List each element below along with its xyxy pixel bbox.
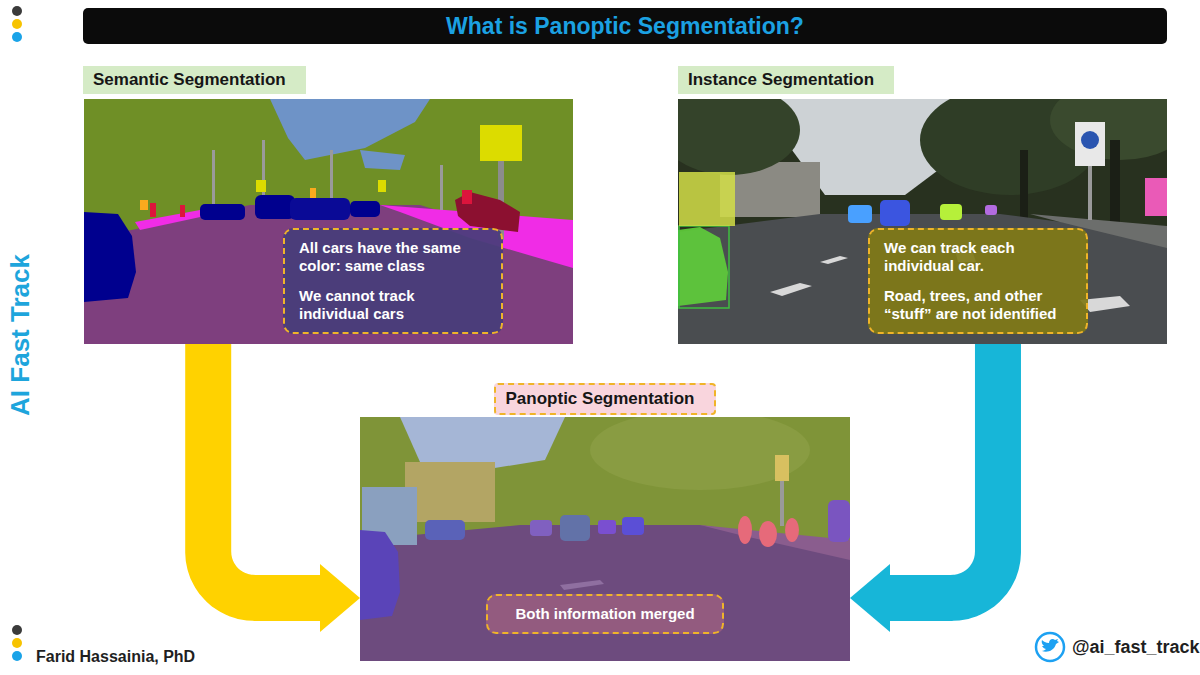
pole-region (780, 481, 784, 526)
car-region (84, 212, 136, 302)
callout-text: We can track each individual car. (884, 239, 1072, 275)
sign-region (378, 180, 386, 192)
instance-photo (678, 99, 1167, 344)
callout-box: Both information merged (486, 594, 724, 634)
handle-text-holder: @ai_fast_track (1072, 636, 1197, 658)
image-panel: Semantic SegmentationAll cars have the s… (83, 66, 574, 344)
building-region (405, 462, 495, 522)
arrow-band (208, 344, 322, 598)
person-region (180, 205, 185, 217)
panel-heading: Panoptic Segmentation (494, 383, 717, 415)
truck-mask (679, 172, 735, 226)
person-region (785, 518, 799, 542)
person-region (150, 203, 156, 217)
person-region (462, 190, 472, 204)
callout-box: All cars have the same color: same class… (283, 228, 503, 334)
car-region (350, 201, 380, 217)
pole-region (440, 165, 443, 210)
tree-canopy (1050, 99, 1167, 160)
lane-marking (820, 256, 848, 264)
car-region (290, 198, 350, 220)
pole-region (330, 150, 333, 202)
tree-trunk (1110, 140, 1120, 225)
panoptic-photo (360, 417, 850, 661)
car-region (560, 515, 590, 541)
deco-dot (12, 638, 22, 648)
lane-marking (770, 283, 812, 296)
pole-region (262, 140, 265, 202)
road-region (360, 525, 850, 661)
twitter-icon (1036, 633, 1064, 661)
callout-text: Road, trees, and other “stuff” are not i… (884, 287, 1072, 323)
deco-dot (12, 32, 22, 42)
image-panel: Instance Segmentation We can track each i… (678, 66, 1168, 344)
deco-dot (12, 651, 22, 661)
road-sign (1075, 122, 1105, 166)
semantic-map (84, 99, 573, 344)
flow-arrow (208, 344, 360, 632)
car-mask (940, 204, 962, 220)
road-sign (1081, 131, 1099, 149)
image-panel: Panoptic SegmentationBoth information me… (360, 383, 850, 661)
sidewalk-region (135, 210, 205, 230)
sky-region (270, 99, 430, 160)
car-mask (1145, 178, 1167, 216)
car-region (530, 520, 552, 536)
brand-text-holder: AI Fast Track (5, 235, 35, 435)
panel-heading: Instance Segmentation (678, 66, 894, 94)
tree-region (590, 417, 810, 490)
car-mask (678, 227, 728, 306)
car-mask (848, 205, 872, 223)
car-region (200, 204, 245, 220)
author-text: Farid Hassainia, PhD (36, 647, 296, 667)
arrow-head (850, 564, 890, 632)
car-mask (985, 205, 997, 215)
car-region (598, 520, 616, 534)
tree-trunk (1020, 150, 1028, 220)
deco-dot (12, 19, 22, 29)
car-region (622, 517, 644, 535)
car-mask (880, 200, 910, 226)
title-bar: What is Panoptic Segmentation? (83, 8, 1167, 44)
handle-text: @ai_fast_track (1072, 636, 1197, 658)
arrow-head (320, 564, 360, 632)
arrow-band (888, 344, 998, 598)
pole-region (212, 150, 215, 210)
deco-dot (12, 6, 22, 16)
panel-heading: Semantic Segmentation (83, 66, 306, 94)
vegetation-region (84, 99, 573, 344)
brand-text: AI Fast Track (5, 235, 35, 435)
author-text-holder: Farid Hassainia, PhD (36, 647, 296, 667)
sign-region (256, 180, 266, 192)
car-region (828, 500, 850, 542)
person-region (738, 516, 752, 544)
car-region (255, 195, 295, 219)
box-outline (679, 226, 729, 308)
flow-arrow (850, 344, 998, 632)
person-region (759, 521, 777, 547)
car-region (425, 520, 465, 540)
sign-region (480, 125, 522, 161)
light-region (310, 188, 316, 198)
twitter-bird (1042, 639, 1059, 652)
lane-marking (560, 580, 604, 590)
callout-text: We cannot track individual cars (299, 287, 487, 323)
deco-dot (12, 625, 22, 635)
car-region (360, 530, 400, 620)
light-region (140, 200, 148, 210)
light-region (775, 455, 789, 481)
title-text: What is Panoptic Segmentation? (83, 8, 1167, 44)
sky-region (360, 150, 405, 170)
callout-box: We can track each individual car. Road, t… (868, 228, 1088, 334)
road (678, 214, 1167, 344)
callout-text: Both information merged (502, 605, 708, 623)
tree-canopy (678, 99, 800, 175)
callout-text: All cars have the same color: same class (299, 239, 487, 275)
sign-pole (1088, 160, 1092, 220)
